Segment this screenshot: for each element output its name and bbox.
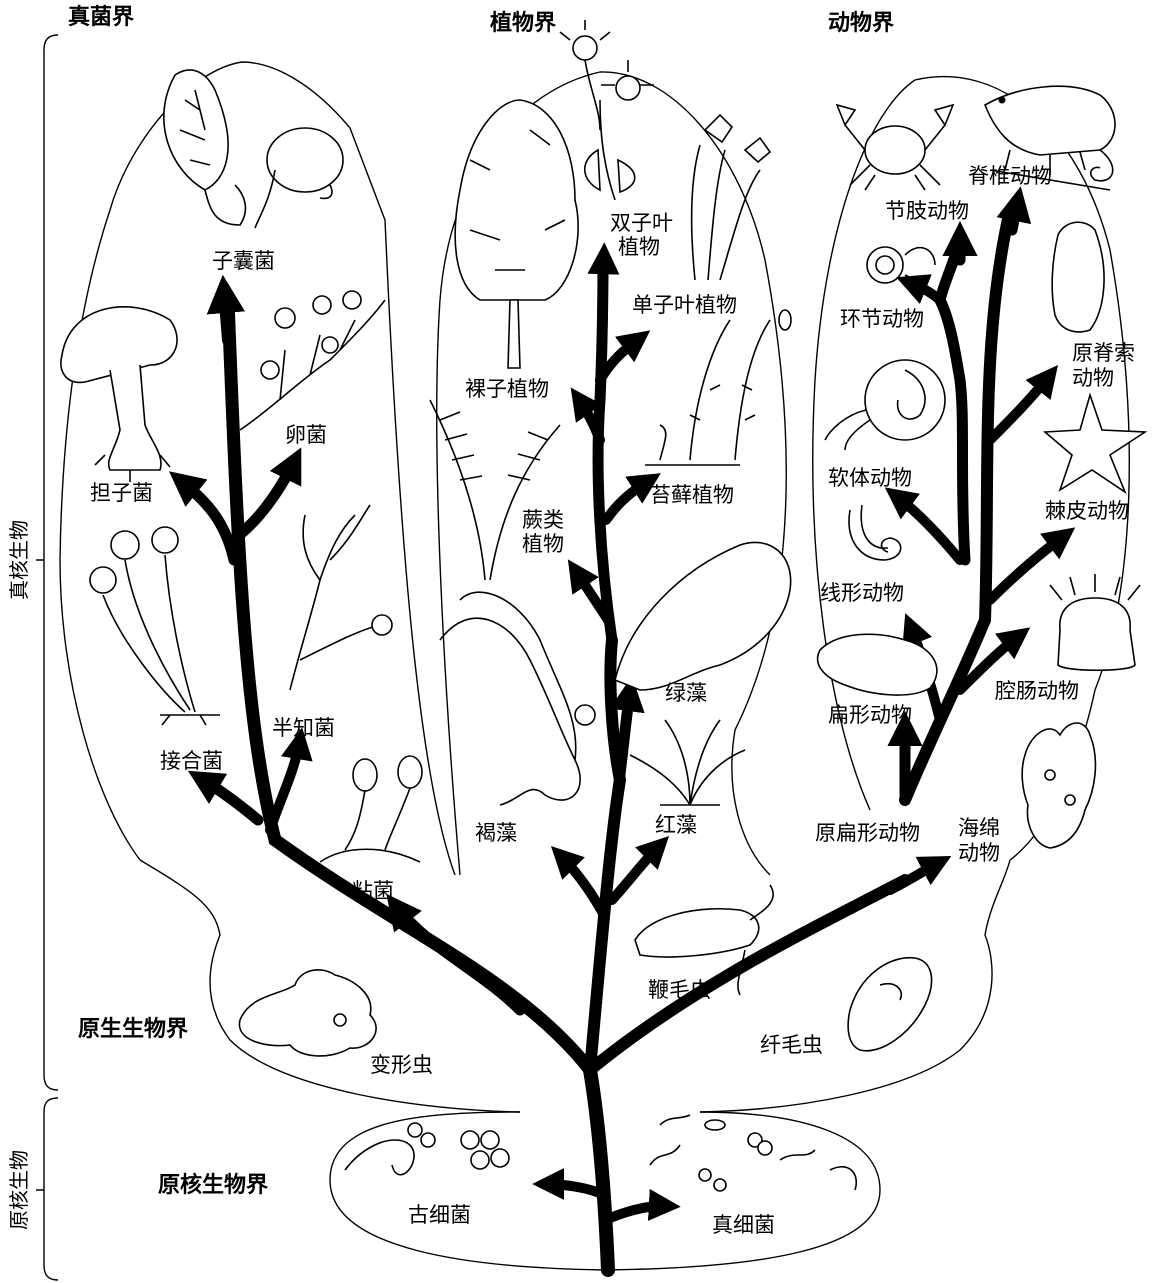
monocots-label: 单子叶植物	[632, 293, 737, 317]
eubacteria-icon	[650, 1115, 856, 1191]
protoflatworms-label: 原扁形动物	[815, 821, 920, 845]
flatworms-label: 扁形动物	[828, 703, 912, 727]
flagellates-label: 鞭毛虫	[648, 978, 711, 1002]
sea-lettuce-icon	[615, 542, 791, 690]
protochordates-label-line1: 原脊索	[1072, 341, 1135, 365]
cup-fungus-icon	[255, 128, 343, 228]
branch-slime-molds	[395, 905, 520, 1010]
green-algae-label: 绿藻	[665, 681, 707, 705]
protochordates-label-line2: 动物	[1072, 366, 1114, 390]
coelenterates-label: 腔肠动物	[995, 679, 1079, 703]
amoeba-label: 变形虫	[370, 1053, 433, 1077]
plant-land-trunk	[598, 260, 612, 640]
deuteromycetes-label: 半知菌	[272, 716, 335, 740]
ciliates-label: 纤毛虫	[760, 1033, 823, 1057]
ascomycetes-label: 子囊菌	[212, 249, 275, 273]
slime-mold-icon	[320, 756, 422, 862]
prokaryotes-side-label: 原核生物	[7, 1150, 31, 1230]
eukaryotes-bracket	[36, 35, 58, 1090]
archaea-icon	[345, 1123, 509, 1175]
arrow-vertebrates	[1012, 200, 1018, 230]
crab-icon	[837, 105, 953, 190]
annelid-icon	[867, 247, 935, 285]
kelp-icon	[440, 592, 595, 805]
zygomycetes-label: 接合菌	[160, 749, 223, 773]
red-algae-label: 红藻	[655, 813, 697, 837]
nautilus-icon	[825, 360, 945, 450]
oomycete-icon	[240, 291, 385, 430]
branch-protochordates	[990, 375, 1050, 440]
kingdom-protists-label: 原生生物界	[78, 1016, 188, 1042]
prokaryotes-bracket	[36, 1098, 58, 1280]
trunk-to-archaea	[545, 1184, 604, 1195]
paramecium-icon	[848, 958, 931, 1051]
daffodil-icon	[692, 115, 770, 280]
branch-brown-algae	[560, 855, 604, 915]
deuteromycete-icon	[290, 505, 392, 690]
dicots-label-line2: 植物	[618, 235, 660, 259]
kingdom-prokaryotes-label: 原核生物界	[158, 1172, 268, 1198]
starfish-icon	[1045, 395, 1145, 492]
sea-anemone-icon	[1050, 574, 1140, 670]
archaea-label: 古细菌	[408, 1203, 471, 1227]
ferns-label-line2: 植物	[522, 532, 564, 556]
branch-green-algae	[618, 690, 630, 790]
main-trunk	[590, 1070, 608, 1270]
sponges-label-line2: 动物	[958, 841, 1000, 865]
echinoderms-label: 棘皮动物	[1045, 499, 1129, 523]
branch-deuteromycetes	[270, 740, 300, 830]
kingdom-plants-label: 植物界	[490, 10, 556, 36]
side-brackets	[36, 35, 58, 1280]
sponges-label-line1: 海绵	[958, 816, 1000, 840]
branch-dicots	[603, 255, 604, 290]
daisy-icon	[560, 20, 654, 200]
eubacteria-label: 真细菌	[712, 1213, 775, 1237]
morel-icon	[164, 70, 246, 225]
dicots-label-line1: 双子叶	[610, 211, 673, 235]
branch-red-algae	[612, 845, 660, 900]
arthropods-label: 节肢动物	[885, 199, 969, 223]
branch-mosses	[606, 480, 650, 520]
brown-algae-label: 褐藻	[475, 821, 517, 845]
ferns-label-line1: 蕨类	[522, 508, 564, 532]
branch-ascomycetes	[224, 290, 228, 340]
trunk-to-eubacteria	[610, 1206, 668, 1218]
sponge-icon	[1022, 723, 1095, 848]
fungi-trunk	[228, 300, 590, 1070]
nematodes-label: 线形动物	[820, 581, 904, 605]
mushroom-icon	[61, 307, 177, 482]
gymnosperms-label: 裸子植物	[465, 377, 549, 401]
mollusks-label: 软体动物	[828, 466, 912, 490]
branch-sponges	[890, 862, 940, 890]
annelids-label: 环节动物	[840, 307, 924, 331]
roundworm-icon	[849, 505, 901, 560]
amoeba-icon	[239, 970, 376, 1056]
branch-basidiomycetes	[180, 480, 234, 560]
slime-molds-label: 粘菌	[352, 879, 394, 903]
eukaryotes-side-label: 真核生物	[7, 520, 31, 600]
tunicate-icon	[1052, 222, 1104, 332]
pin-mold-icon	[90, 527, 220, 725]
moss-icon	[645, 310, 791, 465]
oomycetes-label: 卵菌	[285, 423, 327, 447]
red-alga-icon	[630, 720, 745, 805]
basidiomycetes-label: 担子菌	[90, 481, 153, 505]
plant-trunk	[590, 640, 620, 1070]
vertebrates-label: 脊椎动物	[968, 164, 1052, 188]
branch-zygomycetes	[200, 778, 258, 820]
branch-mollusks	[895, 495, 960, 560]
mosses-label: 苔藓植物	[650, 483, 734, 507]
conifer-tree-icon	[455, 100, 578, 368]
kingdom-fungi-label: 真菌界	[68, 4, 134, 30]
kingdom-animals-label: 动物界	[828, 10, 894, 36]
